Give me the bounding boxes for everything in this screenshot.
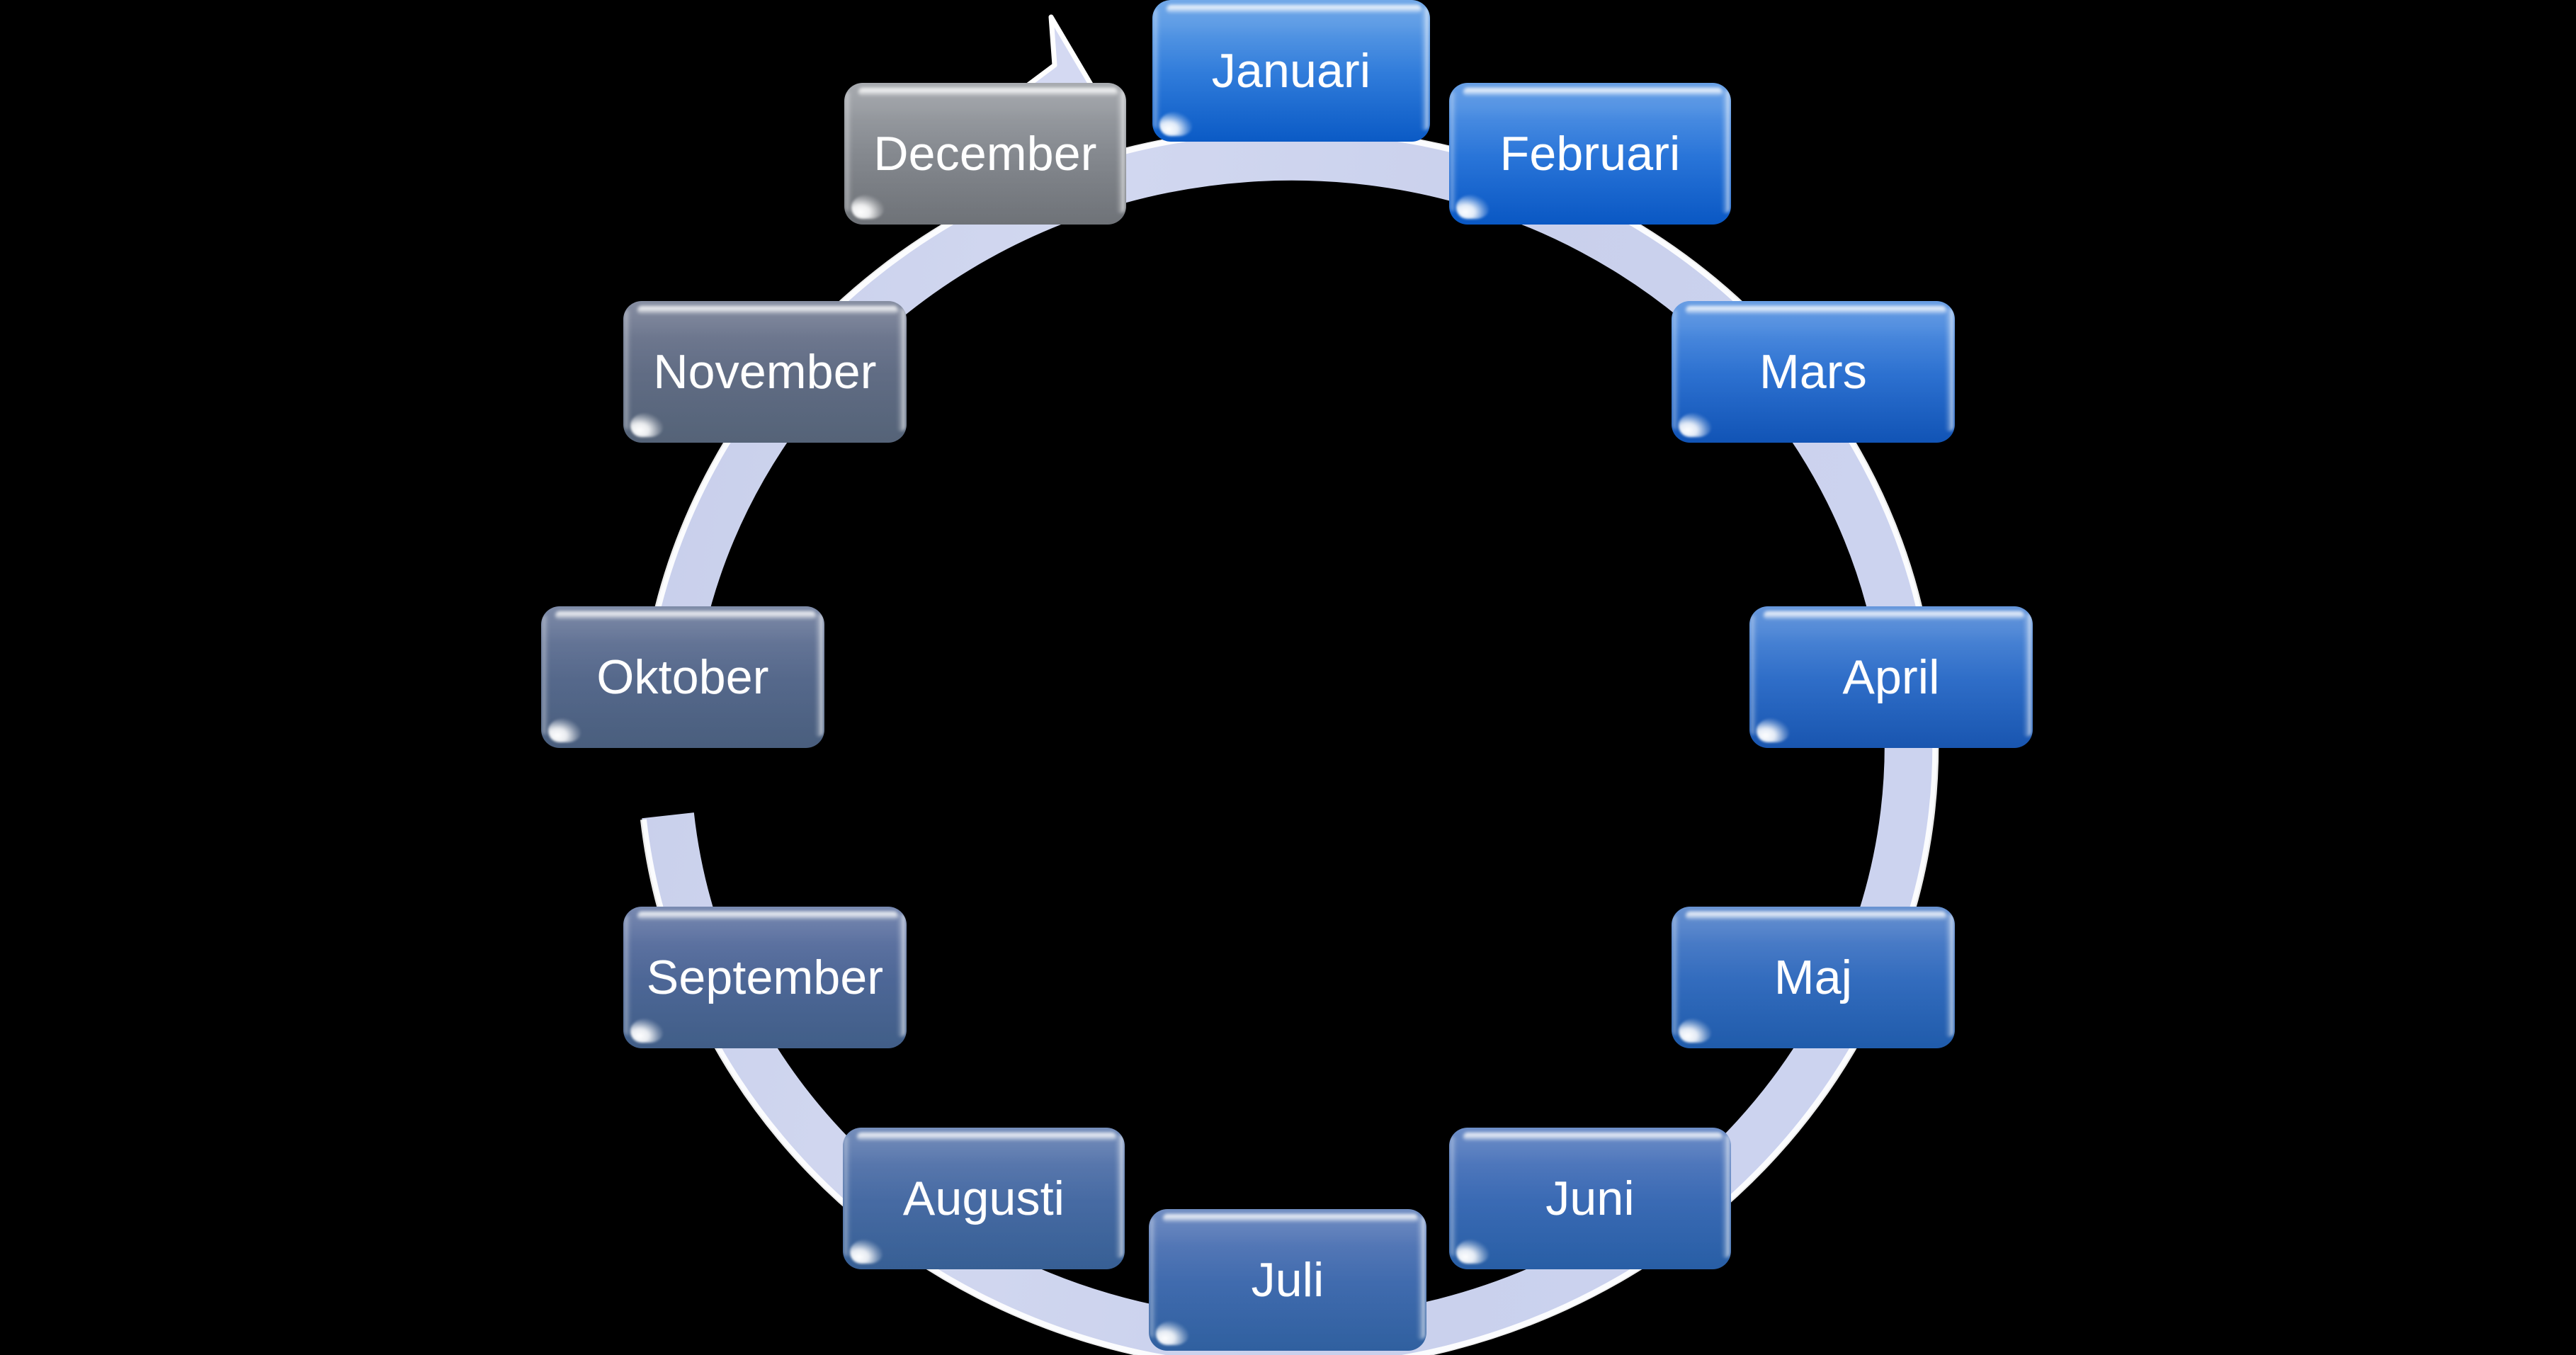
month-box-juni[interactable]: Juni [1449, 1128, 1731, 1269]
month-label-juni: Juni [1545, 1172, 1635, 1225]
month-label-april: April [1842, 650, 1940, 704]
month-box-left-rim [1673, 915, 1680, 1036]
month-box-left-rim [1451, 1136, 1458, 1257]
month-box-right-rim [1721, 1135, 1730, 1258]
month-box-right-rim [1116, 90, 1125, 213]
month-box-mars[interactable]: Mars [1672, 301, 1955, 443]
month-label-september: September [646, 951, 884, 1004]
month-box-left-rim [543, 615, 550, 735]
month-label-februari: Februari [1499, 127, 1681, 181]
month-box-gloss [1152, 0, 1430, 142]
month-box-september[interactable]: September [623, 907, 907, 1048]
month-box-right-rim [815, 613, 823, 737]
month-label-juli: Juli [1251, 1253, 1324, 1307]
month-box-left-rim [625, 310, 632, 430]
month-box-left-rim [1673, 310, 1680, 430]
month-box-right-rim [1945, 308, 1953, 431]
month-box-right-rim [1115, 1135, 1123, 1258]
month-label-november: November [653, 345, 877, 399]
month-box-juli[interactable]: Juli [1149, 1209, 1426, 1351]
month-box-left-rim [1451, 91, 1458, 212]
month-box-oktober[interactable]: Oktober [541, 606, 824, 748]
month-box-right-rim [897, 914, 905, 1037]
month-box-december[interactable]: December [844, 83, 1126, 225]
month-box-right-rim [2023, 613, 2031, 737]
month-box-februari[interactable]: Februari [1449, 83, 1731, 225]
month-label-augusti: Augusti [902, 1172, 1065, 1225]
month-box-right-rim [1945, 914, 1953, 1037]
month-box-maj[interactable]: Maj [1672, 907, 1955, 1048]
month-label-maj: Maj [1774, 951, 1853, 1004]
month-box-right-rim [1721, 90, 1730, 213]
month-label-oktober: Oktober [596, 650, 769, 704]
month-box-left-rim [1751, 615, 1758, 735]
month-box-left-rim [846, 91, 853, 212]
month-label-december: December [873, 127, 1097, 181]
month-box-left-rim [625, 915, 632, 1036]
month-box-left-rim [1154, 8, 1161, 129]
month-box-left-rim [844, 1136, 851, 1257]
month-box-right-rim [1420, 7, 1429, 130]
month-box-augusti[interactable]: Augusti [843, 1128, 1125, 1269]
month-label-januari: Januari [1211, 44, 1371, 98]
month-box-right-rim [897, 308, 905, 431]
month-box-left-rim [1150, 1218, 1157, 1338]
month-label-mars: Mars [1759, 345, 1867, 399]
month-box-januari[interactable]: Januari [1152, 0, 1430, 142]
month-box-november[interactable]: November [623, 301, 907, 443]
month-box-right-rim [1417, 1216, 1425, 1339]
month-box-april[interactable]: April [1749, 606, 2033, 748]
